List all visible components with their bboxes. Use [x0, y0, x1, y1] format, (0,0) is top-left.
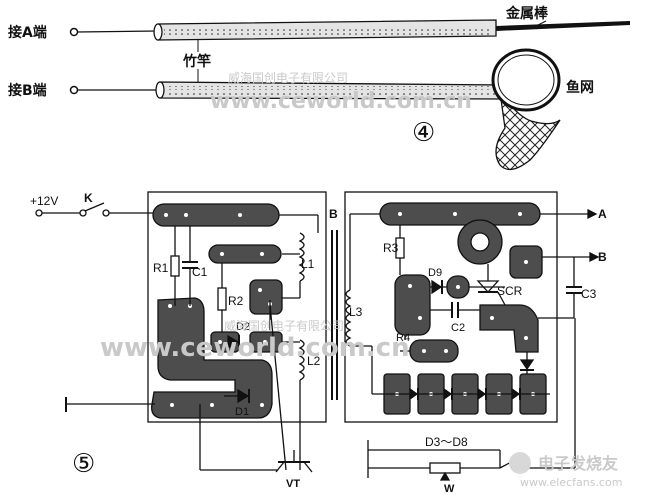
label-r2: R2: [228, 294, 244, 308]
watermark-url-top: www.ceworld.com.cn: [210, 89, 472, 114]
label-l1: L1: [301, 257, 315, 271]
pot-body: [429, 462, 461, 474]
watermarks: 威海国创电子有限公司 www.ceworld.com.cn 威海国创电子有限公司…: [100, 70, 622, 489]
d2-symbol: [227, 334, 240, 350]
label-l2: L2: [307, 354, 321, 368]
terminal-b-dot: [69, 85, 79, 95]
board-right: [344, 191, 558, 423]
fish-net-label: 鱼网: [566, 79, 594, 96]
diode-col-symbol: [519, 359, 535, 371]
watermark-cn-top: 威海国创电子有限公司: [228, 70, 348, 85]
label-d1: D1: [235, 406, 249, 418]
circuit-labels: +12V K B A B R1 C1 R2 D2 D1 L1 L2 L3 R3 …: [30, 191, 607, 495]
terminal-a-label: 接A端: [8, 24, 47, 41]
label-output-a: A: [598, 207, 607, 221]
terminal-a-dot: [69, 27, 79, 37]
fish-net: [491, 48, 561, 171]
watermark-url-mid: www.ceworld.com.cn: [100, 333, 410, 363]
metal-rod-leader: [537, 20, 547, 26]
r1-body: [170, 255, 180, 277]
metal-rod: [496, 21, 630, 31]
wire-vt-base: [269, 304, 287, 471]
label-c3: C3: [581, 287, 597, 301]
label-r4: R4: [396, 332, 410, 344]
label-output-b: B: [598, 250, 607, 264]
elecfans-logo-icon: [509, 452, 531, 474]
label-c1: C1: [192, 265, 208, 279]
label-pot: W: [444, 483, 455, 495]
scr-k-lead: [497, 291, 506, 306]
label-r1: R1: [153, 261, 169, 275]
watermark-site-url: www.elecfans.com: [520, 476, 622, 489]
label-transformer: B: [329, 207, 338, 221]
board-left: [147, 191, 327, 423]
bamboo-pole-upper: [153, 19, 497, 41]
arrow-b: [589, 251, 600, 263]
label-c2: C2: [451, 322, 465, 334]
supply-terminal: [35, 209, 43, 217]
label-transistor: VT: [286, 478, 300, 490]
coil-l2: [298, 339, 305, 381]
metal-rod-label: 金属棒: [505, 5, 549, 22]
label-supply: +12V: [30, 194, 58, 208]
switch-left: [79, 209, 87, 217]
label-diodes: D3～D8: [425, 435, 468, 449]
figure-4-rod-and-net: 接A端 金属棒 竹竿 接B端: [8, 5, 630, 171]
label-d9: D9: [428, 267, 442, 279]
figure-4-number: ④: [412, 118, 435, 148]
coil-l1: [298, 232, 305, 282]
right-pad-holes: [395, 212, 535, 396]
left-pad-holes: [164, 213, 272, 407]
pot-wiper: [439, 471, 451, 481]
d1-symbol: [237, 388, 250, 404]
d9-symbol: [431, 279, 443, 295]
terminal-b-label: 接B端: [8, 82, 47, 99]
coil-l3: [345, 289, 352, 347]
left-pads: [151, 203, 283, 419]
bamboo-pole-label: 竹竿: [182, 53, 211, 70]
scr-toroid-inner: [470, 232, 490, 252]
wire-a: [76, 30, 159, 33]
vt-leg-left: [275, 461, 285, 473]
arrow-a: [587, 208, 598, 220]
watermark-site-cn: 电子发烧友: [538, 454, 619, 473]
figure-5-circuit: [35, 191, 600, 481]
watermark-cn-mid: 威海国创电子有限公司: [224, 318, 344, 333]
diode-chain: [372, 387, 550, 401]
label-scr: SCR: [497, 284, 523, 298]
label-switch: K: [84, 191, 93, 205]
switch-right: [102, 209, 110, 217]
label-r3: R3: [383, 241, 399, 255]
label-l3: L3: [349, 305, 363, 319]
r2-body: [217, 287, 227, 311]
vt-leg-right: [303, 461, 313, 473]
label-d2: D2: [236, 321, 250, 333]
switch-blade: [84, 202, 105, 212]
figure-5-number: ⑤: [72, 449, 95, 479]
